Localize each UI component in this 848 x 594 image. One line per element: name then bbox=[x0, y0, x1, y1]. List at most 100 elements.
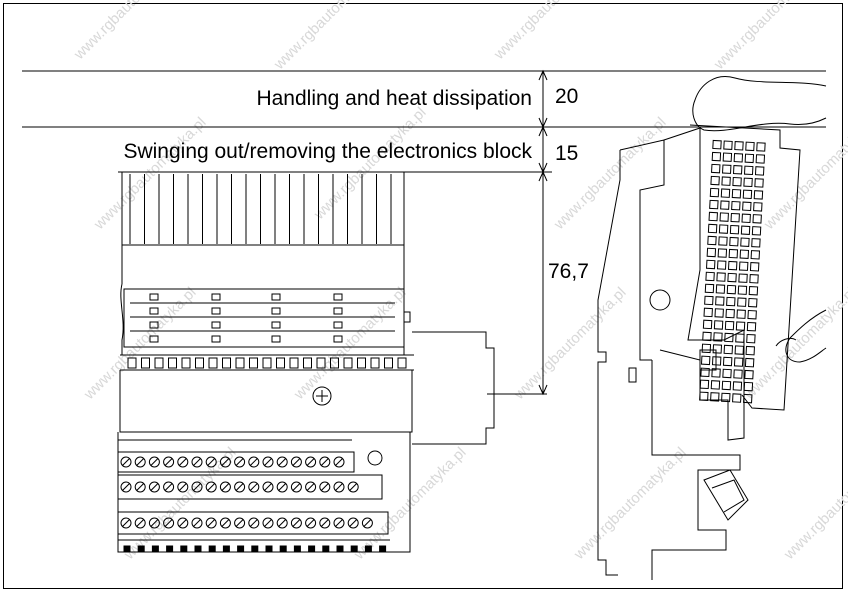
watermark-text: www.rgbautomatyka.pl bbox=[270, 0, 389, 74]
screw-slot bbox=[363, 519, 372, 527]
connector-pin bbox=[748, 297, 758, 308]
connector-pin bbox=[738, 273, 748, 283]
connector-pin bbox=[735, 321, 746, 331]
connector-pin bbox=[742, 201, 752, 212]
screw-slot bbox=[193, 458, 201, 466]
label-slot bbox=[211, 293, 221, 301]
terminal-screw-icon bbox=[290, 517, 302, 529]
screw-slot bbox=[306, 519, 315, 527]
connector-pin bbox=[753, 202, 763, 212]
connector-pin bbox=[710, 392, 720, 402]
screw-slot bbox=[178, 458, 187, 466]
screw-slot bbox=[207, 458, 216, 466]
label-slot bbox=[333, 307, 343, 315]
connector-pin bbox=[744, 369, 754, 380]
connector-grid-rotated bbox=[699, 139, 766, 404]
terminal-foot bbox=[336, 545, 344, 553]
terminal-screw-icon bbox=[148, 456, 160, 468]
screw-slot bbox=[221, 519, 230, 527]
connector-pin bbox=[748, 286, 759, 296]
label-slot bbox=[333, 293, 343, 301]
screw-slot bbox=[278, 519, 287, 527]
connector-pin bbox=[751, 226, 762, 236]
connector-pin bbox=[737, 297, 747, 307]
label-slot bbox=[271, 335, 281, 343]
vent-slot bbox=[303, 357, 312, 369]
screw-slot bbox=[164, 458, 173, 466]
terminal-screw-icon bbox=[219, 517, 231, 529]
terminal-foot bbox=[308, 545, 316, 553]
connector-pin bbox=[716, 272, 726, 282]
screw-slot bbox=[349, 519, 358, 527]
module-front-view bbox=[117, 172, 495, 553]
vent-slot bbox=[397, 357, 407, 369]
label-slot bbox=[333, 335, 343, 343]
watermark-text: www.rgbautomatyka.pl bbox=[70, 0, 189, 64]
connector-pin bbox=[743, 381, 754, 392]
watermark-text: www.rgbautomatyka.pl bbox=[740, 284, 848, 403]
watermark-text: www.rgbautomatyka.pl bbox=[290, 284, 409, 403]
screw-slot bbox=[335, 483, 343, 491]
connector-pin bbox=[733, 357, 744, 367]
connector-pin bbox=[708, 211, 718, 222]
coding-pin-icon bbox=[367, 450, 383, 466]
terminal-screw-icon bbox=[361, 517, 373, 529]
connector-pin bbox=[753, 190, 764, 200]
swing-out-value: 15 bbox=[555, 142, 579, 165]
connector-pin bbox=[705, 271, 715, 282]
connector-pin bbox=[749, 274, 759, 284]
screw-slot bbox=[320, 483, 329, 491]
connector-pin bbox=[756, 142, 766, 152]
connector-pin bbox=[704, 283, 715, 294]
terminal-screw-icon bbox=[262, 481, 274, 493]
terminal-screw-icon bbox=[305, 517, 317, 529]
connector-pin bbox=[755, 154, 766, 164]
vent-slot bbox=[208, 357, 218, 369]
connector-pin bbox=[699, 379, 710, 390]
screw-slot bbox=[320, 519, 329, 527]
screw-slot bbox=[122, 519, 130, 527]
connector-pin bbox=[739, 249, 750, 259]
connector-pin bbox=[713, 332, 723, 342]
vent-slot bbox=[262, 357, 272, 369]
connector-pin bbox=[731, 188, 742, 199]
connector-pin bbox=[735, 333, 745, 343]
connector-pin bbox=[711, 151, 722, 162]
connector-pin bbox=[721, 176, 731, 186]
terminal-screw-icon bbox=[276, 517, 288, 529]
terminal-row-2 bbox=[120, 481, 359, 493]
terminal-foot bbox=[293, 545, 301, 553]
connector-pin bbox=[732, 165, 743, 175]
terminal-screw-icon bbox=[305, 456, 317, 468]
vent-slot bbox=[384, 357, 393, 369]
terminal-foot bbox=[350, 545, 358, 553]
heat-dissipation-value: 20 bbox=[555, 85, 579, 108]
watermark-text: www.rgbautomatyka.pl bbox=[90, 114, 209, 233]
terminal-screw-icon bbox=[319, 517, 331, 529]
hand-icon bbox=[692, 76, 827, 132]
terminal-screw-icon bbox=[248, 517, 260, 529]
screw-slot bbox=[136, 458, 145, 466]
screw-slot bbox=[306, 483, 315, 491]
vent-slot bbox=[222, 357, 231, 369]
connector-pin bbox=[746, 321, 757, 332]
connector-pin bbox=[716, 260, 727, 270]
screw-slot bbox=[249, 458, 258, 466]
connector-pin bbox=[712, 344, 723, 354]
terminal-foot bbox=[251, 545, 259, 553]
connector-pin bbox=[722, 368, 732, 379]
connector-pin bbox=[724, 320, 735, 331]
connector-pin bbox=[732, 381, 743, 391]
terminal-foot bbox=[222, 545, 230, 553]
terminal-screw-icon bbox=[333, 481, 345, 493]
screw-icon bbox=[312, 386, 332, 406]
terminal-screw-icon bbox=[234, 517, 246, 529]
screw-slot bbox=[122, 483, 130, 491]
connector-pin bbox=[727, 272, 737, 283]
connector-pin bbox=[729, 224, 740, 235]
connector-pin bbox=[720, 200, 730, 210]
screw-slot bbox=[150, 458, 159, 466]
connector-pin bbox=[713, 320, 724, 330]
terminal-row-1 bbox=[120, 456, 345, 468]
connector-pin bbox=[720, 188, 731, 198]
